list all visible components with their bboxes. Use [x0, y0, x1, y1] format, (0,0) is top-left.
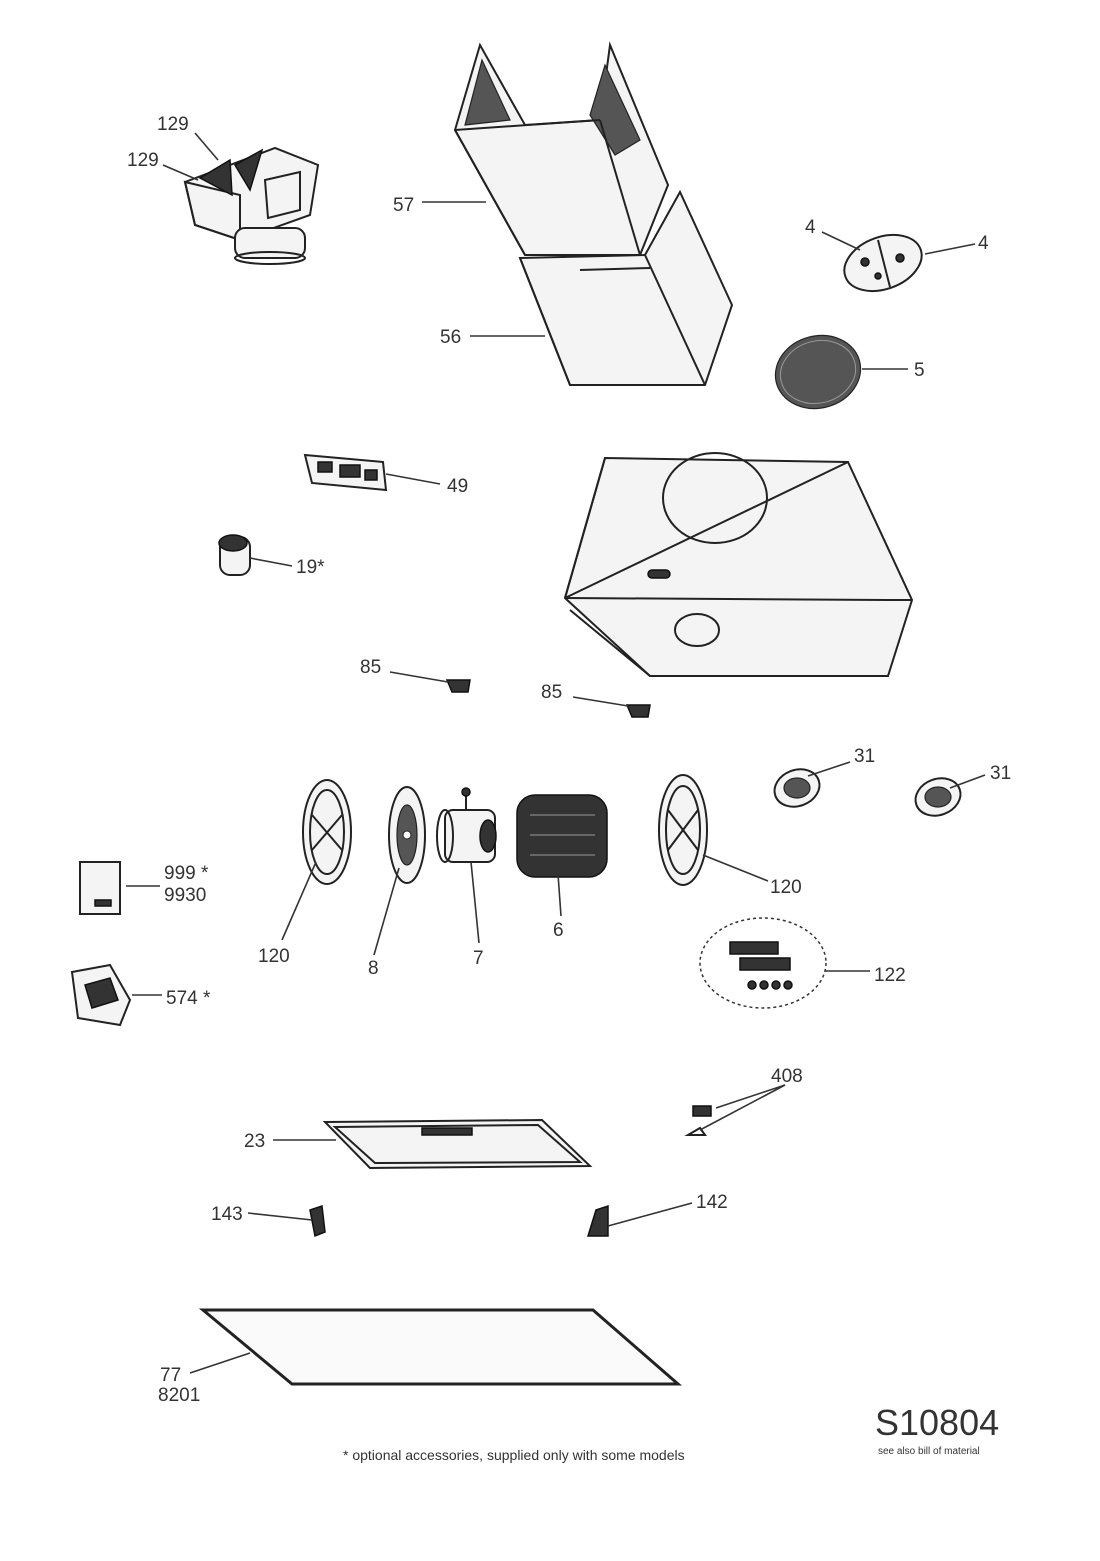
callout-49: 49 [447, 476, 468, 497]
callout-5: 5 [914, 360, 925, 381]
part-143-bracket [309, 1204, 326, 1238]
callout-57: 57 [393, 195, 414, 216]
callout-9930: 9930 [164, 885, 206, 906]
callout-129-side: 129 [127, 150, 159, 171]
callout-120-right: 120 [770, 877, 802, 898]
part-8-impeller-plate [388, 786, 426, 884]
callout-120-left: 120 [258, 946, 290, 967]
callout-6: 6 [553, 920, 564, 941]
part-999-manual [79, 861, 121, 915]
part-5-carbon-filter [774, 334, 862, 410]
part-7-motor [436, 787, 497, 863]
part-4-filter-clips [843, 233, 923, 293]
part-120-fan-cover-left [302, 779, 352, 885]
callout-142: 142 [696, 1192, 728, 1213]
part-574-bracket [70, 963, 132, 1027]
callout-999: 999 * [164, 863, 209, 884]
part-49-control-board [303, 453, 388, 492]
part-77-glass-panel [198, 1308, 683, 1386]
hood-body [563, 452, 914, 677]
part-56-lower-chimney [518, 189, 734, 386]
callout-129-top: 129 [157, 114, 189, 135]
callout-31-left: 31 [854, 746, 875, 767]
part-85-knobs [445, 679, 651, 718]
diagram-code: S10804 [875, 1402, 999, 1443]
diagram-code-note: see also bill of material [878, 1446, 980, 1457]
callout-19: 19* [296, 557, 325, 578]
part-122-screws-kit [699, 917, 827, 1009]
callout-31-right: 31 [990, 763, 1011, 784]
callout-85-left: 85 [360, 657, 381, 678]
part-129-housing [183, 146, 320, 265]
callout-143: 143 [211, 1204, 243, 1225]
callout-408: 408 [771, 1066, 803, 1087]
callout-8201: 8201 [158, 1385, 200, 1406]
callout-56: 56 [440, 327, 461, 348]
callout-labels: 129 129 57 56 4 4 5 49 19* 85 85 31 31 9… [127, 114, 1011, 1406]
callout-4-right: 4 [978, 233, 989, 254]
callout-122: 122 [874, 965, 906, 986]
callout-85-right: 85 [541, 682, 562, 703]
part-19-capacitor [218, 534, 251, 576]
callout-4-left: 4 [805, 217, 816, 238]
part-142-bracket [586, 1204, 609, 1237]
callout-77: 77 [160, 1365, 181, 1386]
callout-7: 7 [473, 948, 484, 969]
part-120-fan-cover-right [658, 774, 708, 886]
leader-lines [126, 132, 986, 1374]
part-408-clips [684, 1105, 712, 1136]
part-23-grease-filter [322, 1118, 593, 1170]
part-6-fan-wheel [516, 794, 608, 878]
footnote: * optional accessories, supplied only wi… [343, 1447, 685, 1463]
part-31-light-lenses [773, 768, 962, 817]
callout-574: 574 * [166, 988, 211, 1009]
part-57-upper-chimney [453, 41, 670, 256]
callout-23: 23 [244, 1131, 265, 1152]
callout-8: 8 [368, 958, 379, 979]
